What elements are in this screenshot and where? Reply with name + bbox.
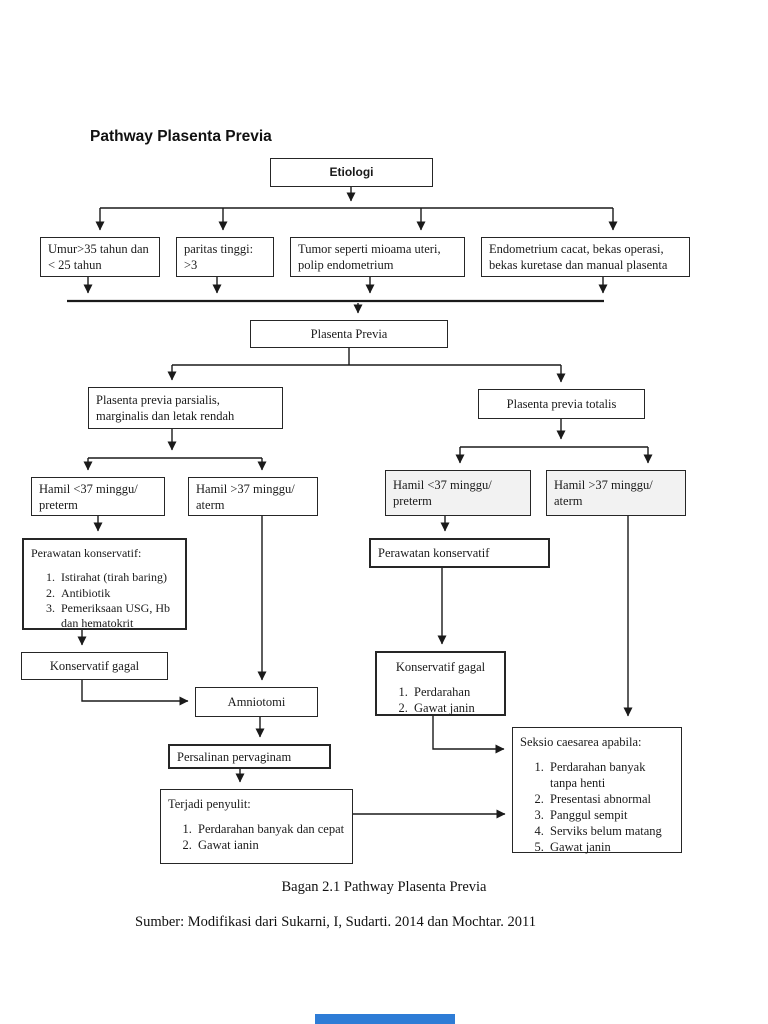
node-persalinan-pervaginam: Persalinan pervaginam <box>168 744 331 769</box>
list-item: Panggul sempit <box>547 807 674 823</box>
node-hamil-aterm-right: Hamil >37 minggu/ aterm <box>546 470 686 516</box>
node-label: Persalinan pervaginam <box>177 749 292 764</box>
node-label: Hamil <37 minggu/ preterm <box>39 481 138 512</box>
node-plasenta-previa: Plasenta Previa <box>250 320 448 348</box>
figure-caption: Bagan 2.1 Pathway Plasenta Previa <box>281 879 487 895</box>
node-etiologi: Etiologi <box>270 158 433 187</box>
list-item: Serviks belum matang <box>547 823 674 839</box>
list-item: Antibiotik <box>58 586 178 601</box>
node-tumor: Tumor seperti mioama uteri, polip endome… <box>290 237 465 277</box>
node-label: Plasenta previa parsialis, marginalis da… <box>96 393 235 423</box>
node-title: Perawatan konservatif: <box>31 546 142 560</box>
list-item: Gawat ianin <box>195 837 345 853</box>
viewer-bottom-bar-fragment[interactable] <box>315 1014 455 1024</box>
node-hamil-preterm-left: Hamil <37 minggu/ preterm <box>31 477 165 516</box>
node-label: Hamil <37 minggu/ preterm <box>393 478 492 508</box>
node-label: Umur>35 tahun dan < 25 tahun <box>48 242 149 272</box>
list-item: Gawat janin <box>411 700 497 716</box>
node-hamil-aterm-left: Hamil >37 minggu/ aterm <box>188 477 318 516</box>
node-title: Terjadi penyulit: <box>168 797 251 811</box>
node-title: Konservatif gagal <box>395 660 486 674</box>
node-konservatif-gagal-right: Konservatif gagal Perdarahan Gawat janin <box>375 651 506 716</box>
source-citation: Sumber: Modifikasi dari Sukarni, I, Suda… <box>135 914 536 930</box>
node-hamil-preterm-right: Hamil <37 minggu/ preterm <box>385 470 531 516</box>
node-terjadi-penyulit: Terjadi penyulit: Perdarahan banyak dan … <box>160 789 353 864</box>
node-label: paritas tinggi: >3 <box>184 242 254 272</box>
list-item: Presentasi abnormal <box>547 791 674 807</box>
list-item: Perdarahan banyak dan cepat <box>195 821 345 837</box>
node-previa-totalis: Plasenta previa totalis <box>478 389 645 419</box>
page-title: Pathway Plasenta Previa <box>90 128 272 145</box>
list-item: Gawat janin <box>547 839 674 855</box>
node-label: Endometrium cacat, bekas operasi, bekas … <box>489 242 668 272</box>
node-perawatan-konservatif-right: Perawatan konservatif <box>369 538 550 568</box>
numbered-list: Perdarahan banyak dan cepat Gawat ianin <box>168 821 345 853</box>
node-label: Amniotomi <box>227 695 286 709</box>
node-label: Plasenta Previa <box>310 327 388 341</box>
numbered-list: Perdarahan banyak tanpa henti Presentasi… <box>520 759 674 855</box>
node-label: Konservatif gagal <box>49 659 140 673</box>
numbered-list: Istirahat (tirah baring) Antibiotik Peme… <box>31 570 178 631</box>
node-seksio-caesarea: Seksio caesarea apabila: Perdarahan bany… <box>512 727 682 855</box>
node-label: Perawatan konservatif <box>378 546 490 560</box>
node-label: Etiologi <box>329 164 374 179</box>
node-amniotomi: Amniotomi <box>195 687 318 717</box>
node-label: Hamil >37 minggu/ aterm <box>196 481 295 512</box>
node-label: Tumor seperti mioama uteri, polip endome… <box>298 242 441 272</box>
list-item: Perdarahan banyak tanpa henti <box>547 759 674 791</box>
list-item: Istirahat (tirah baring) <box>58 570 178 585</box>
node-umur: Umur>35 tahun dan < 25 tahun <box>40 237 160 277</box>
node-paritas: paritas tinggi: >3 <box>176 237 274 277</box>
node-endometrium: Endometrium cacat, bekas operasi, bekas … <box>481 237 690 277</box>
node-perawatan-konservatif-list: Perawatan konservatif: Istirahat (tirah … <box>22 538 187 630</box>
list-item: Pemeriksaan USG, Hb dan hematokrit <box>58 601 178 632</box>
node-title: Seksio caesarea apabila: <box>520 735 642 749</box>
node-label: Hamil >37 minggu/ aterm <box>554 478 653 508</box>
numbered-list: Perdarahan Gawat janin <box>384 684 497 716</box>
node-label: Plasenta previa totalis <box>506 397 617 411</box>
node-konservatif-gagal-left: Konservatif gagal <box>21 652 168 680</box>
list-item: Perdarahan <box>411 684 497 700</box>
node-previa-parsialis: Plasenta previa parsialis, marginalis da… <box>88 387 283 429</box>
